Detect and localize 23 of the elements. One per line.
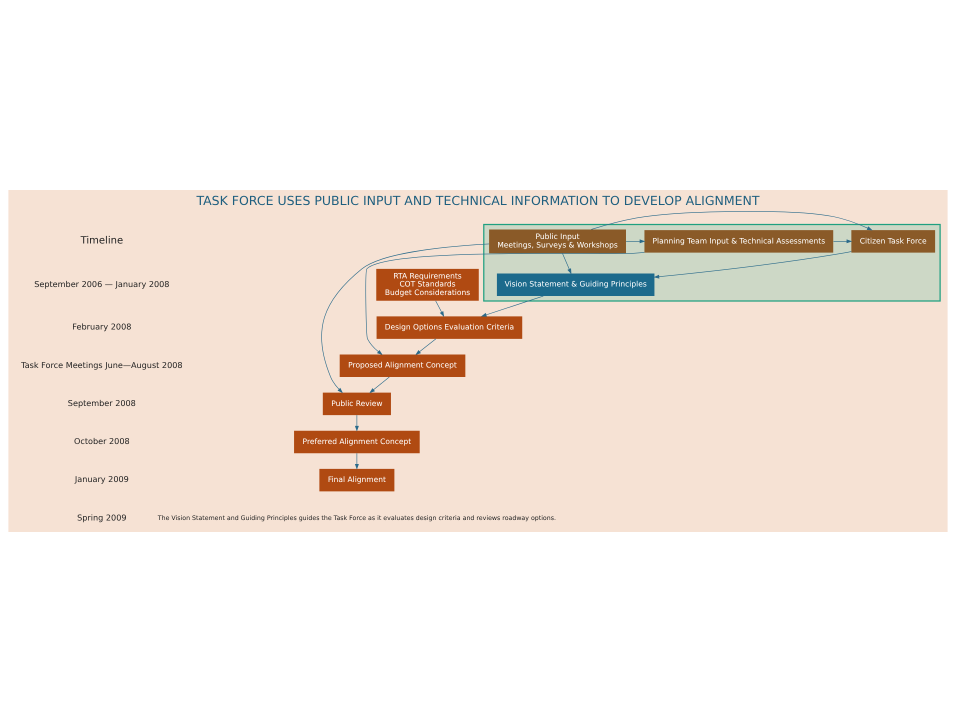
diagram-title: TASK FORCE USES PUBLIC INPUT AND TECHNICAL INFORMATION TO DEVELOP ALIGNMENT xyxy=(196,192,760,208)
label: October 2008 xyxy=(74,436,130,446)
arrow xyxy=(369,376,390,393)
arrow xyxy=(626,238,646,243)
label: January 2009 xyxy=(74,474,129,484)
label: Spring 2009 xyxy=(77,512,127,522)
arrow xyxy=(354,414,359,432)
arrow xyxy=(415,338,436,355)
arrow xyxy=(435,300,444,316)
label: February 2008 xyxy=(72,321,132,332)
label: Timeline xyxy=(80,235,124,246)
arrow xyxy=(562,252,572,274)
arrow xyxy=(354,452,359,470)
label: September 2006 — January 2008 xyxy=(34,278,170,288)
cluster xyxy=(483,223,941,302)
label: September 2008 xyxy=(68,397,136,408)
arrow xyxy=(654,250,852,278)
label: Task Force Meetings June—August 2008 xyxy=(21,359,183,370)
arrow xyxy=(365,252,645,354)
arrow xyxy=(321,243,490,393)
arrow xyxy=(481,295,544,316)
arrow xyxy=(590,210,873,230)
arrow xyxy=(833,238,852,243)
